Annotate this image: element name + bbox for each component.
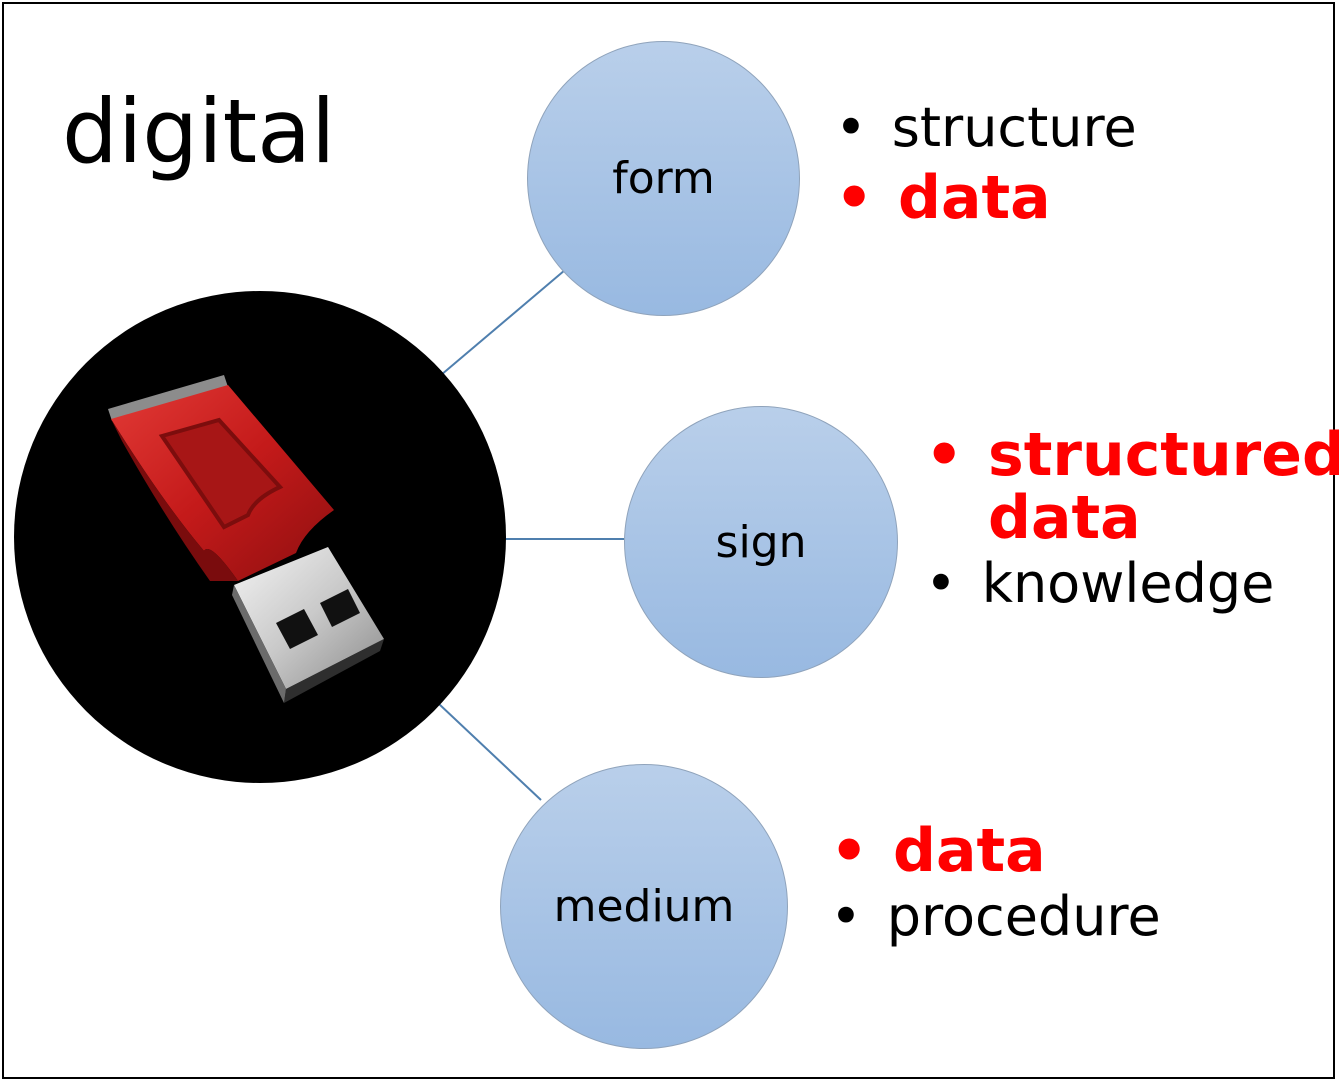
node-sign: sign	[624, 406, 898, 678]
bullet-text: data	[898, 162, 1051, 233]
bullet-item: • structure	[835, 96, 1137, 159]
bullet-icon: •	[925, 420, 964, 490]
bullet-icon: •	[835, 96, 867, 159]
bullet-text: structure	[891, 96, 1137, 159]
node-medium: medium	[500, 764, 788, 1049]
bullet-item: • procedure	[830, 885, 1161, 948]
bullet-icon: •	[830, 885, 862, 948]
bullet-text: data	[893, 816, 1046, 886]
usb-flash-drive-icon	[108, 375, 384, 703]
bullet-item: • data	[835, 162, 1137, 233]
bullet-list-sign: • structured data • knowledge	[925, 420, 1339, 615]
node-label: sign	[715, 516, 807, 568]
node-label: form	[612, 153, 715, 204]
bullet-item: • data	[830, 820, 1161, 883]
bullet-icon: •	[835, 162, 874, 233]
connector-medium	[438, 703, 542, 801]
bullet-item: • structured data	[925, 420, 1339, 553]
connector-form	[440, 269, 566, 376]
page-title: digital	[62, 80, 336, 183]
bullet-icon: •	[830, 816, 869, 886]
bullet-list-form: • structure • data	[835, 96, 1137, 233]
bullet-text: knowledge	[981, 552, 1275, 615]
bullet-item: • knowledge	[925, 552, 1325, 615]
bullet-text: structured data	[988, 420, 1339, 553]
node-form: form	[527, 41, 800, 316]
bullet-icon: •	[925, 552, 957, 615]
bullet-text: procedure	[886, 885, 1161, 948]
node-label: medium	[553, 881, 735, 932]
bullet-list-medium: • data • procedure	[830, 820, 1161, 946]
hero-image	[14, 291, 506, 783]
